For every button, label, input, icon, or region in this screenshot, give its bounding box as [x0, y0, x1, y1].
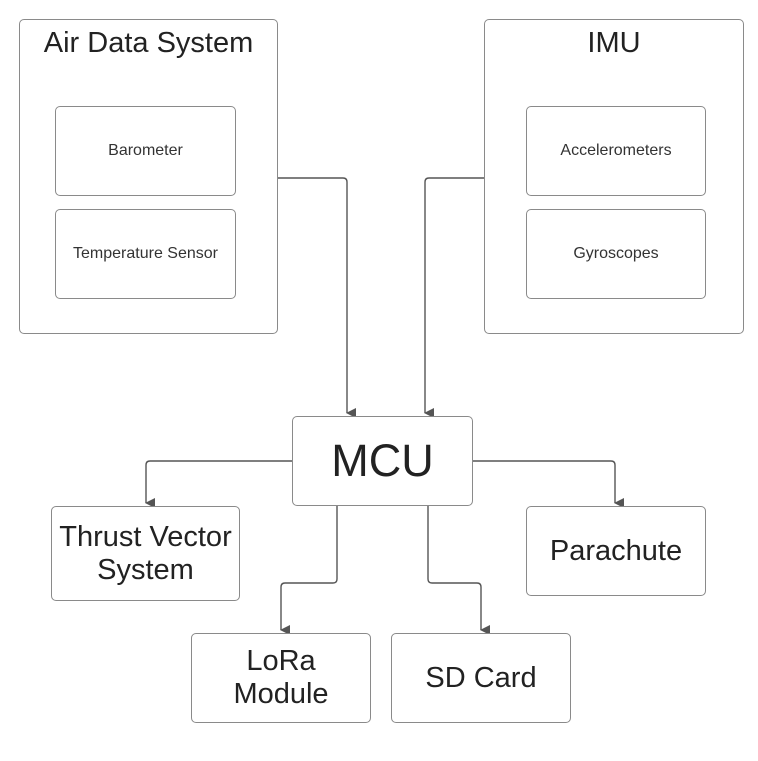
mcu-node: MCU	[292, 416, 473, 506]
thrust-vector-system-label: Thrust Vector System	[59, 520, 232, 586]
parachute-node: Parachute	[526, 506, 706, 596]
lora-module-label: LoRa Module	[233, 645, 329, 710]
mcu-label: MCU	[331, 435, 434, 486]
sd-card-label: SD Card	[425, 661, 537, 694]
lora-module-node: LoRa Module	[191, 633, 371, 723]
imu-title: IMU	[587, 27, 641, 59]
sd-card-node: SD Card	[391, 633, 571, 723]
temperature-sensor-label: Temperature Sensor	[73, 245, 218, 262]
air-data-system-title: Air Data System	[43, 27, 254, 59]
temperature-sensor-node: Temperature Sensor	[55, 209, 236, 299]
arrow-mcu-to-parachute	[472, 460, 624, 508]
arrow-mcu-to-sd-card	[427, 506, 490, 635]
barometer-label: Barometer	[108, 142, 183, 159]
thrust-vector-system-node: Thrust Vector System	[51, 506, 240, 601]
accelerometers-node: Accelerometers	[526, 106, 706, 196]
parachute-label: Parachute	[549, 534, 683, 567]
gyroscopes-node: Gyroscopes	[526, 209, 706, 299]
arrow-imu-to-mcu	[424, 177, 484, 418]
arrow-mcu-to-lora	[280, 506, 338, 635]
accelerometers-label: Accelerometers	[560, 142, 672, 159]
gyroscopes-label: Gyroscopes	[573, 245, 659, 262]
arrow-mcu-to-thrust-vector	[145, 460, 292, 508]
arrow-air-data-to-mcu	[278, 177, 356, 418]
barometer-node: Barometer	[55, 106, 236, 196]
